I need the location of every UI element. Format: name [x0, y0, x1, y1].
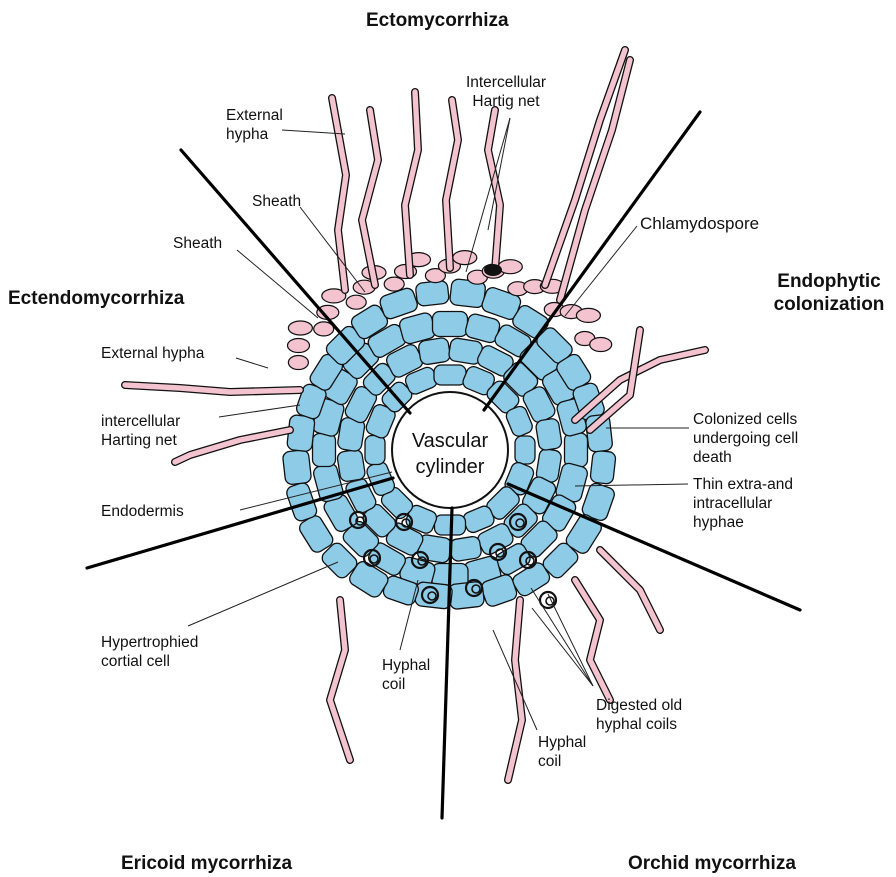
label-ectendo-hartig-net: intercellular Harting net [101, 412, 180, 450]
heading-ericoid: Ericoid mycorrhiza [121, 852, 292, 875]
sheath-cell [288, 339, 310, 353]
cortex-cell [449, 536, 482, 562]
hypha [560, 60, 630, 300]
cortex-cell [515, 436, 535, 464]
label-ericoid-hyphal-coil: Hyphal coil [382, 656, 430, 694]
label-orchid-hyphal-coil: Hyphal coil [538, 733, 586, 771]
cortex-cell [590, 450, 616, 484]
cortex-cell [535, 418, 562, 451]
label-ecto-external-hypha: External hypha [226, 106, 283, 144]
leader-digested-3 [532, 608, 593, 686]
leader-ecto-sheath [300, 207, 365, 292]
cortex-cell [565, 433, 588, 467]
sheath-cell [288, 356, 308, 370]
cortex-cell [365, 436, 385, 465]
cortex-cell [415, 280, 449, 306]
sheath-cell [346, 295, 366, 309]
cortex-cell [313, 434, 336, 467]
sheath-cell [288, 321, 312, 335]
hypha [600, 550, 660, 630]
sheath-cell [590, 338, 612, 352]
heading-endophytic: Endophytic colonization [764, 270, 894, 316]
hypha [125, 385, 300, 392]
label-ecto-hartig-net: Intercellular Hartig net [446, 73, 566, 111]
leader-ectendo-external [236, 358, 268, 368]
label-colonized-cells: Colonized cells undergoing cell death [693, 410, 798, 467]
label-ecto-sheath: Sheath [252, 192, 301, 211]
cortex-cell [337, 449, 366, 483]
sheath-cell [384, 277, 404, 291]
heading-orchid: Orchid mycorrhiza [628, 852, 796, 875]
cortex-cell [282, 449, 312, 485]
heading-ectendomycorrhiza: Ectendomycorrhiza [8, 287, 184, 310]
label-vascular-cylinder: Vascular cylinder [400, 428, 500, 480]
label-chlamydospore: Chlamydospore [640, 214, 759, 233]
leader-digested-2 [548, 594, 593, 686]
label-thin-hyphae: Thin extra-and intracellular hyphae [693, 475, 793, 532]
label-hypertrophied-cell: Hypertrophied cortial cell [101, 633, 198, 671]
sheath-cell [576, 308, 600, 322]
heading-ectomycorrhiza: Ectomycorrhiza [366, 9, 509, 32]
chlamydospore-body [484, 264, 502, 276]
cortex-cell [434, 365, 466, 385]
label-digested-coils: Digested old hyphal coils [596, 696, 682, 734]
cortex-cell [418, 337, 451, 365]
cortex-cell [433, 312, 468, 337]
label-ectendo-sheath: Sheath [173, 234, 222, 253]
label-ectendo-external-hypha: External hypha [101, 344, 204, 363]
leader-hypertrophied [188, 562, 338, 626]
cortex-cell [414, 581, 452, 609]
leader-digested-1 [531, 588, 593, 686]
label-endodermis: Endodermis [101, 502, 184, 521]
sheath-cell [498, 260, 522, 274]
leader-ectendo-hartig [219, 405, 300, 417]
sheath-cell [453, 251, 477, 265]
